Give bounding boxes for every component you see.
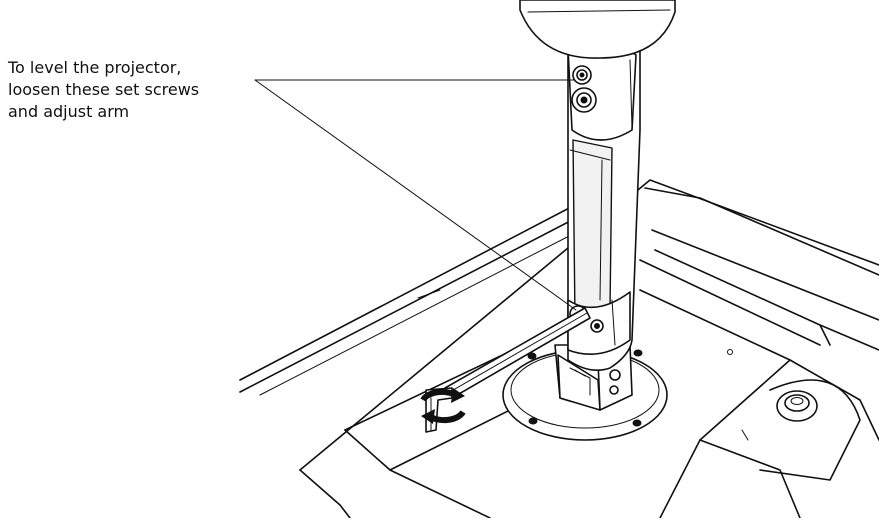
plate-bolt bbox=[527, 349, 643, 427]
callout-text: To level the projector, loosen these set… bbox=[8, 57, 268, 123]
rotate-arrows-icon bbox=[420, 388, 466, 424]
set-screw-lower bbox=[571, 87, 597, 113]
projector-head bbox=[519, 0, 676, 59]
callout-leader-lines bbox=[254, 79, 577, 311]
projector-body bbox=[239, 179, 879, 519]
projector-foot bbox=[776, 390, 818, 422]
callout-line-3: and adjust arm bbox=[8, 102, 130, 121]
set-screw-upper bbox=[572, 65, 592, 85]
callout-line-2: loosen these set screws bbox=[8, 80, 200, 99]
callout-line-1: To level the projector, bbox=[8, 58, 182, 77]
